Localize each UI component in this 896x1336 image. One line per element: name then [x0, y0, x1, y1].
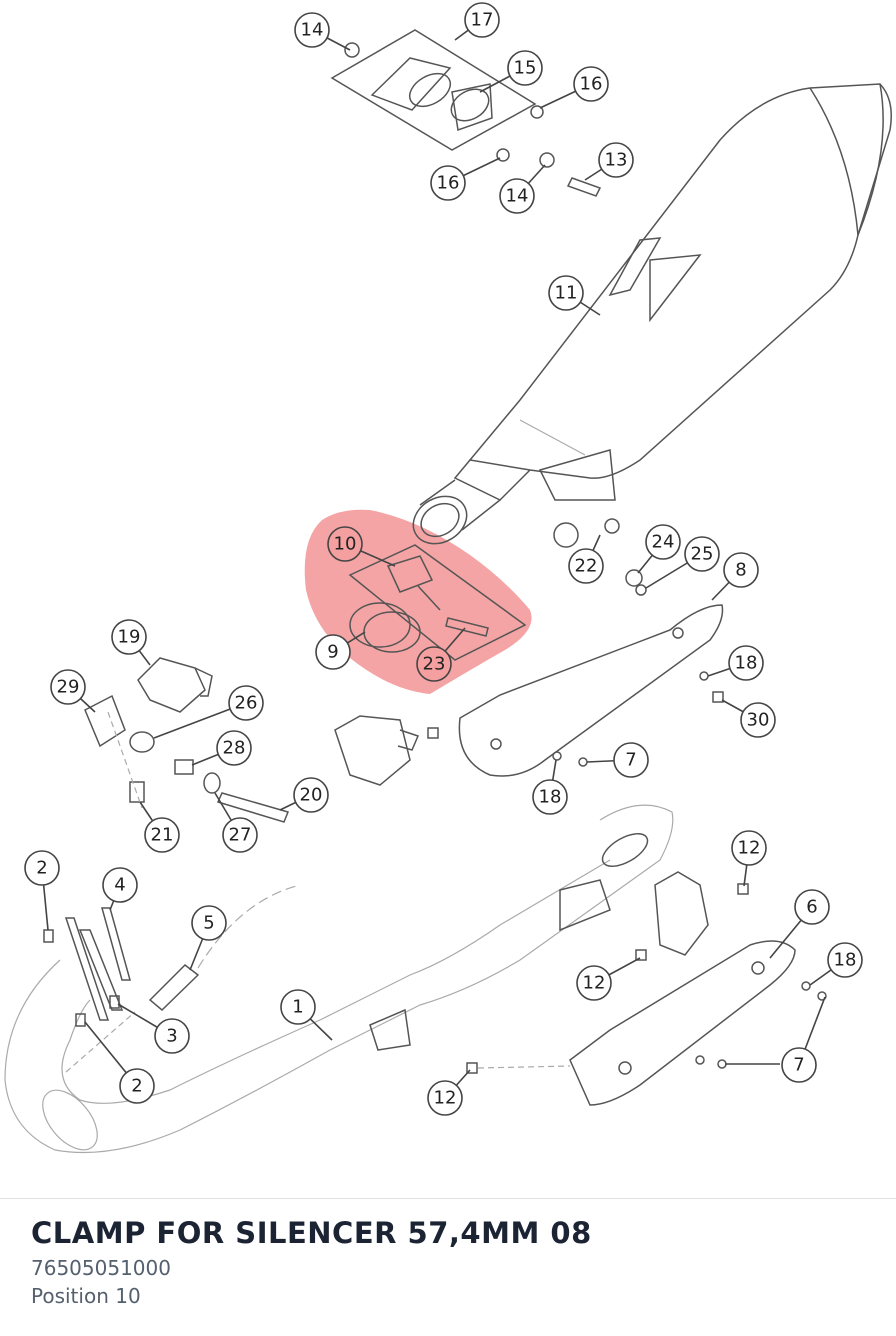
- callout-14-top[interactable]: 14: [294, 12, 330, 48]
- callout-15[interactable]: 15: [507, 50, 543, 86]
- svg-text:4: 4: [114, 875, 125, 896]
- callout-20[interactable]: 20: [293, 777, 329, 813]
- svg-text:18: 18: [834, 950, 857, 971]
- callout-12-bottom[interactable]: 12: [427, 1080, 463, 1116]
- callout-7-lower[interactable]: 7: [781, 1047, 817, 1083]
- exploded-parts-diagram: 14 17 15 16 16 14 13 11 10 9 23 22 24 25…: [4, 2, 892, 1154]
- svg-text:17: 17: [471, 10, 494, 31]
- callout-30[interactable]: 30: [740, 702, 776, 738]
- callout-21[interactable]: 21: [144, 817, 180, 853]
- svg-text:16: 16: [580, 74, 603, 95]
- callout-19[interactable]: 19: [111, 619, 147, 655]
- svg-text:14: 14: [301, 20, 324, 41]
- heat-shield-upper-drawing: [458, 604, 724, 777]
- part-position: Position 10: [31, 1284, 141, 1308]
- svg-text:7: 7: [793, 1055, 804, 1076]
- selected-part-highlight: [304, 509, 532, 694]
- callout-2-lower[interactable]: 2: [119, 1068, 155, 1104]
- callout-12-top[interactable]: 12: [731, 830, 767, 866]
- svg-text:9: 9: [327, 642, 338, 663]
- callout-29[interactable]: 29: [50, 669, 86, 705]
- svg-text:15: 15: [514, 58, 537, 79]
- callout-16-right[interactable]: 16: [573, 66, 609, 102]
- heat-shield-lower-drawing: [466, 871, 827, 1106]
- svg-text:2: 2: [131, 1076, 142, 1097]
- callout-26[interactable]: 26: [228, 685, 264, 721]
- svg-text:29: 29: [57, 677, 80, 698]
- callout-3[interactable]: 3: [154, 1018, 190, 1054]
- callout-1[interactable]: 1: [280, 989, 316, 1025]
- svg-text:26: 26: [235, 693, 258, 714]
- svg-text:2: 2: [36, 858, 47, 879]
- callout-16-left[interactable]: 16: [430, 165, 466, 201]
- svg-text:14: 14: [506, 186, 529, 207]
- mount-bracket-drawing: [334, 715, 439, 786]
- callout-10[interactable]: 10: [327, 526, 363, 562]
- part-name: CLAMP FOR SILENCER 57,4MM 08: [31, 1216, 592, 1250]
- callout-24[interactable]: 24: [645, 524, 681, 560]
- callout-2-upper[interactable]: 2: [24, 850, 60, 886]
- callout-6[interactable]: 6: [794, 889, 830, 925]
- callout-18-lower[interactable]: 18: [827, 942, 863, 978]
- svg-text:20: 20: [300, 785, 323, 806]
- svg-text:18: 18: [539, 787, 562, 808]
- svg-text:6: 6: [806, 897, 817, 918]
- callout-7-upper[interactable]: 7: [613, 742, 649, 778]
- bracket-assembly-drawing: [330, 29, 602, 197]
- callout-25[interactable]: 25: [684, 536, 720, 572]
- svg-text:24: 24: [652, 532, 675, 553]
- callout-28[interactable]: 28: [216, 730, 252, 766]
- svg-text:21: 21: [151, 825, 174, 846]
- callout-18-upper[interactable]: 18: [728, 645, 764, 681]
- svg-text:23: 23: [423, 654, 446, 675]
- callout-12-mid[interactable]: 12: [576, 965, 612, 1001]
- svg-text:18: 18: [735, 653, 758, 674]
- svg-text:5: 5: [203, 913, 214, 934]
- svg-text:16: 16: [437, 173, 460, 194]
- svg-text:8: 8: [735, 560, 746, 581]
- callout-13[interactable]: 13: [598, 142, 634, 178]
- svg-text:1: 1: [292, 997, 303, 1018]
- callout-18-mid[interactable]: 18: [532, 779, 568, 815]
- svg-text:12: 12: [738, 838, 761, 859]
- svg-text:19: 19: [118, 627, 141, 648]
- callout-labels: 14 17 15 16 16 14 13 11 10 9 23 22 24 25…: [24, 2, 863, 1116]
- svg-text:28: 28: [223, 738, 246, 759]
- callout-11[interactable]: 11: [548, 275, 584, 311]
- svg-text:12: 12: [434, 1088, 457, 1109]
- svg-text:27: 27: [229, 825, 252, 846]
- svg-text:30: 30: [747, 710, 770, 731]
- callout-22[interactable]: 22: [568, 548, 604, 584]
- svg-text:10: 10: [334, 534, 357, 555]
- sensor-bracket-drawing: [84, 657, 290, 823]
- callout-8[interactable]: 8: [723, 552, 759, 588]
- svg-text:25: 25: [691, 544, 714, 565]
- svg-text:13: 13: [605, 150, 628, 171]
- svg-text:11: 11: [555, 283, 578, 304]
- part-info-panel: CLAMP FOR SILENCER 57,4MM 08 76505051000…: [0, 1198, 896, 1336]
- header-pipe-drawing: [4, 804, 674, 1154]
- callout-4[interactable]: 4: [102, 867, 138, 903]
- callout-5[interactable]: 5: [191, 905, 227, 941]
- callout-23[interactable]: 23: [416, 646, 452, 682]
- svg-text:3: 3: [166, 1026, 177, 1047]
- svg-text:12: 12: [583, 973, 606, 994]
- callout-17[interactable]: 17: [464, 2, 500, 38]
- callout-27[interactable]: 27: [222, 817, 258, 853]
- svg-text:22: 22: [575, 556, 598, 577]
- silencer-drawing: [412, 83, 892, 545]
- callout-14-mid[interactable]: 14: [499, 178, 535, 214]
- svg-text:7: 7: [625, 750, 636, 771]
- callout-9[interactable]: 9: [315, 634, 351, 670]
- part-number: 76505051000: [31, 1256, 171, 1280]
